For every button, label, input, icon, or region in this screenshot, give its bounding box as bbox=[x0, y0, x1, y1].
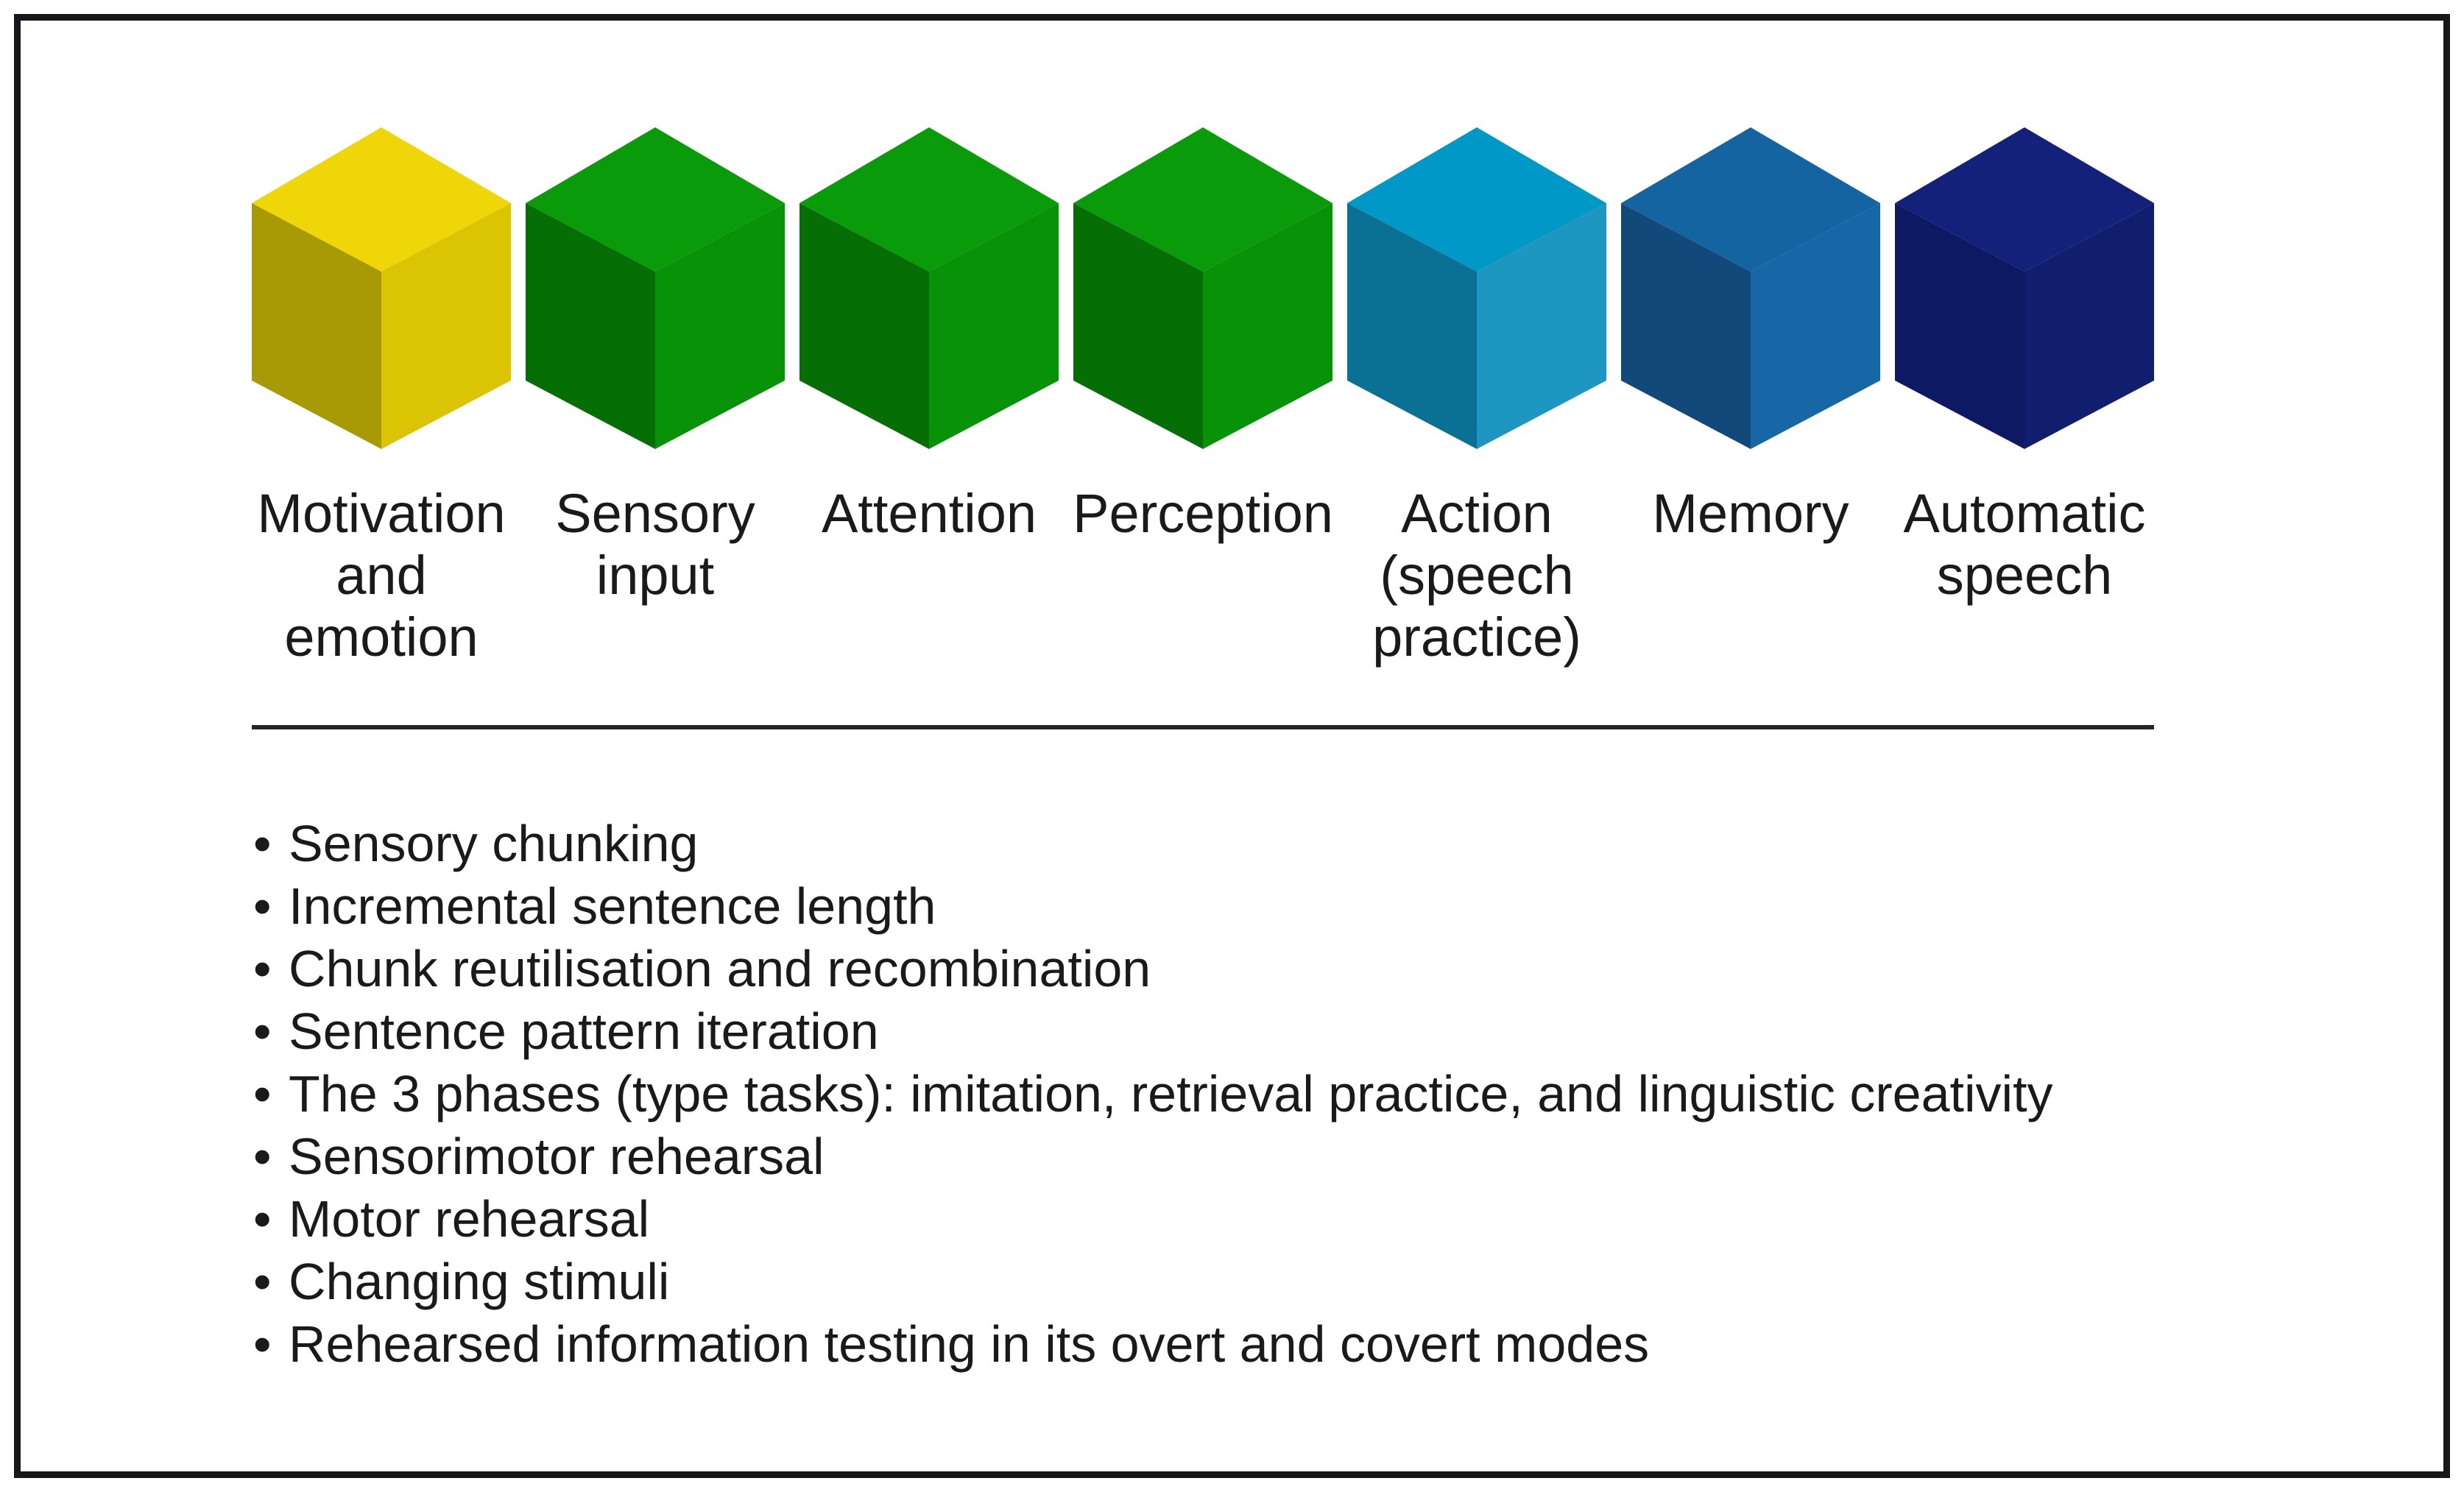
bullet-icon: • bbox=[253, 815, 272, 872]
list-item: • Changing stimuli bbox=[253, 1251, 2053, 1313]
list-item-text: Sensorimotor rehearsal bbox=[289, 1128, 825, 1185]
action-speech-practice-cube-icon bbox=[1347, 127, 1606, 449]
list-item-text: Motor rehearsal bbox=[289, 1190, 650, 1248]
list-item-text: Rehearsed information testing in its ove… bbox=[289, 1315, 1650, 1373]
bullet-icon: • bbox=[253, 877, 272, 935]
cube-face-top bbox=[1073, 127, 1332, 272]
cube-column-sensory-input: Sensory input bbox=[518, 127, 792, 668]
bullet-icon: • bbox=[253, 1065, 272, 1122]
cube-label: Sensory input bbox=[555, 483, 755, 606]
cube-column-action-speech-practice: Action (speech practice) bbox=[1340, 127, 1614, 668]
list-item-text: Sensory chunking bbox=[289, 815, 699, 872]
list-item-text: Sentence pattern iteration bbox=[289, 1003, 879, 1060]
figure-frame: Motivation and emotion Sensory input Atten… bbox=[14, 14, 2450, 1478]
bullet-icon: • bbox=[253, 1253, 272, 1310]
cube-column-perception: Perception bbox=[1066, 127, 1340, 668]
list-item-text: The 3 phases (type tasks): imitation, re… bbox=[289, 1065, 2053, 1122]
cube-column-attention: Attention bbox=[792, 127, 1066, 668]
cube-row: Motivation and emotion Sensory input Atten… bbox=[244, 127, 2161, 668]
cube-face-left bbox=[252, 203, 381, 449]
cube-face-top bbox=[1895, 127, 2154, 272]
cube-label: Automatic speech bbox=[1903, 483, 2146, 606]
cube-face-left bbox=[1621, 203, 1751, 449]
strategy-list: • Sensory chunking • Incremental sentence l… bbox=[253, 813, 2053, 1376]
bullet-icon: • bbox=[253, 940, 272, 997]
list-item-text: Changing stimuli bbox=[289, 1253, 670, 1310]
cube-face-top bbox=[799, 127, 1059, 272]
cube-face-right bbox=[1751, 203, 1880, 449]
cube-face-top bbox=[526, 127, 785, 272]
list-item-text: Incremental sentence length bbox=[289, 877, 936, 935]
list-item: • Sensory chunking bbox=[253, 813, 2053, 875]
list-item: • Chunk reutilisation and recombination bbox=[253, 938, 2053, 1000]
cube-face-left bbox=[799, 203, 929, 449]
cube-face-left bbox=[526, 203, 655, 449]
perception-cube-icon bbox=[1073, 127, 1332, 449]
cube-column-memory: Memory bbox=[1614, 127, 1888, 668]
cube-face-left bbox=[1347, 203, 1477, 449]
automatic-speech-cube-icon bbox=[1895, 127, 2154, 449]
attention-cube-icon bbox=[799, 127, 1059, 449]
cube-label: Memory bbox=[1652, 483, 1849, 544]
cube-face-right bbox=[929, 203, 1059, 449]
bullet-icon: • bbox=[253, 1190, 272, 1248]
list-item: • The 3 phases (type tasks): imitation, r… bbox=[253, 1063, 2053, 1125]
list-item: • Motor rehearsal bbox=[253, 1188, 2053, 1251]
sensory-input-cube-icon bbox=[526, 127, 785, 449]
cube-face-right bbox=[1203, 203, 1332, 449]
cube-face-top bbox=[252, 127, 511, 272]
cube-face-top bbox=[1621, 127, 1880, 272]
list-item: • Sentence pattern iteration bbox=[253, 1000, 2053, 1063]
cube-label: Motivation and emotion bbox=[257, 483, 506, 668]
cube-column-motivation-and-emotion: Motivation and emotion bbox=[244, 127, 518, 668]
cube-column-automatic-speech: Automatic speech bbox=[1888, 127, 2161, 668]
cube-face-top bbox=[1347, 127, 1606, 272]
bullet-icon: • bbox=[253, 1315, 272, 1373]
cube-face-right bbox=[381, 203, 511, 449]
list-item: • Incremental sentence length bbox=[253, 875, 2053, 938]
cube-label: Attention bbox=[821, 483, 1037, 544]
list-item: • Rehearsed information testing in its ov… bbox=[253, 1313, 2053, 1376]
list-item: • Sensorimotor rehearsal bbox=[253, 1125, 2053, 1188]
cube-face-right bbox=[2024, 203, 2154, 449]
cube-face-left bbox=[1073, 203, 1203, 449]
list-item-text: Chunk reutilisation and recombination bbox=[289, 940, 1151, 997]
cube-face-left bbox=[1895, 203, 2024, 449]
cube-face-right bbox=[655, 203, 785, 449]
memory-cube-icon bbox=[1621, 127, 1880, 449]
bullet-icon: • bbox=[253, 1003, 272, 1060]
cube-label: Perception bbox=[1073, 483, 1333, 544]
motivation-and-emotion-cube-icon bbox=[252, 127, 511, 449]
bullet-icon: • bbox=[253, 1128, 272, 1185]
divider-line bbox=[252, 725, 2154, 729]
cube-face-right bbox=[1477, 203, 1606, 449]
cube-label: Action (speech practice) bbox=[1372, 483, 1581, 668]
